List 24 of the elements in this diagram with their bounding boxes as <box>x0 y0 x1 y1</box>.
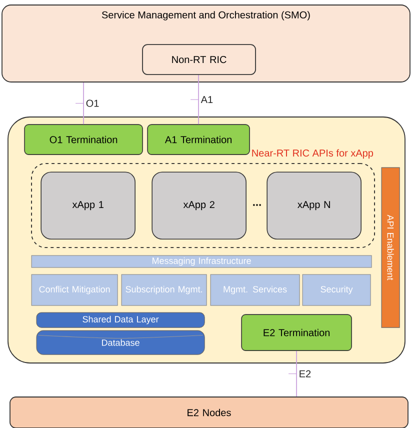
ellipsis-text: ... <box>253 204 261 206</box>
data-layer-bar: Shared Data Layer <box>36 312 205 328</box>
termination-box: O1 Termination <box>24 124 143 155</box>
service-box: Mgmt. Services <box>210 274 300 306</box>
edge-label: O1 <box>75 100 99 107</box>
xapp-box: xApp N <box>266 172 362 240</box>
connector-line <box>296 350 297 397</box>
messaging-bar: Messaging Infrastructure <box>31 255 372 268</box>
database-cylinder: Database <box>36 330 205 355</box>
nodes-bar: E2 Nodes <box>10 396 408 428</box>
xapp-box: xApp 2 <box>152 172 246 240</box>
edge-label: A1 <box>190 96 213 104</box>
xapp-box: xApp 1 <box>40 172 136 240</box>
connector-line <box>83 82 84 125</box>
edge-label: E2 <box>288 370 311 378</box>
api-enablement-bar: API Enablement <box>381 167 400 328</box>
service-box: Conflict Mitigation <box>31 274 118 306</box>
termination-box: E2 Termination <box>241 314 352 351</box>
service-box: Subscription Mgmt. <box>121 274 207 306</box>
service-box: Security <box>302 274 371 306</box>
ric-box: Non-RT RIC <box>142 44 256 75</box>
termination-box: A1 Termination <box>147 124 250 155</box>
connector-line <box>198 74 199 125</box>
node-label: Near-RT RIC APIs for xApp <box>252 149 374 159</box>
